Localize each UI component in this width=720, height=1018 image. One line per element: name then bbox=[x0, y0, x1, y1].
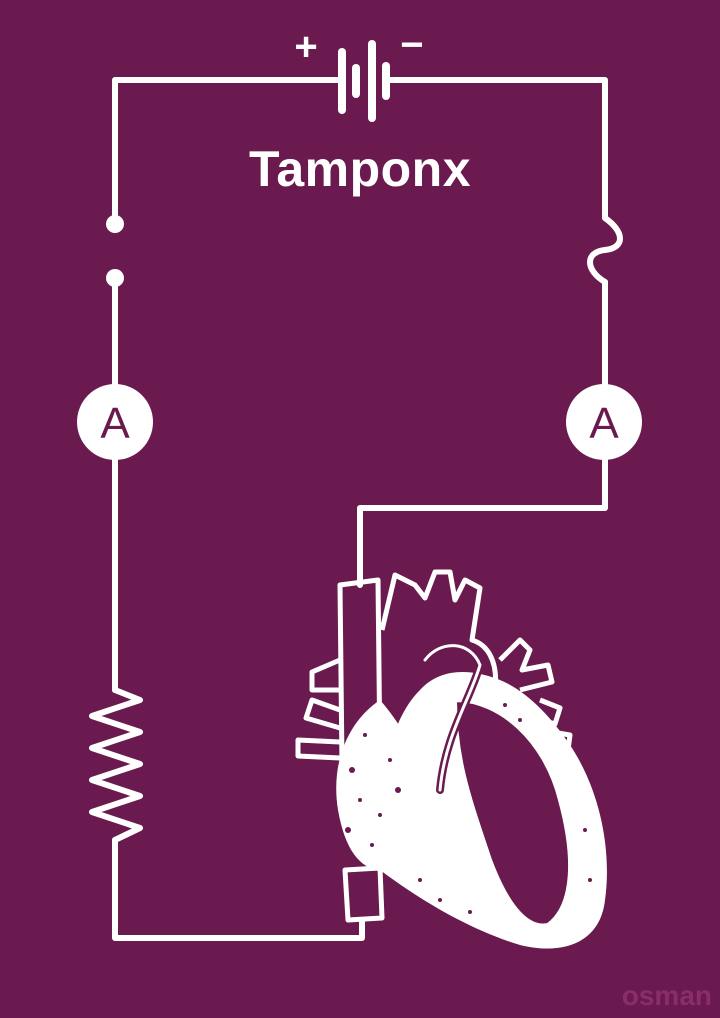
wire-top-left bbox=[112, 77, 341, 223]
switch-icon bbox=[106, 215, 124, 287]
vena-cava-inferior bbox=[342, 865, 385, 923]
battery-icon bbox=[338, 40, 390, 122]
right-ventricle-chamber bbox=[395, 786, 520, 925]
wire-left-lower bbox=[112, 837, 365, 941]
heart-anatomy-icon bbox=[295, 569, 607, 949]
ammeter-icon: A bbox=[77, 384, 153, 460]
watermark-text: osman bbox=[621, 980, 712, 1011]
battery-positive-sign: + bbox=[294, 25, 317, 69]
wire-top-right bbox=[387, 77, 608, 221]
resistor-icon bbox=[89, 687, 143, 843]
battery-negative-sign: − bbox=[400, 23, 423, 67]
wire-right-lower bbox=[357, 449, 608, 588]
left-ventricle-chamber bbox=[452, 697, 573, 928]
ammeter-left-label: A bbox=[100, 399, 130, 448]
ammeter-right-label: A bbox=[589, 399, 619, 448]
ammeter-icon: A bbox=[566, 384, 642, 460]
fuse-icon bbox=[587, 215, 623, 285]
heart-texture bbox=[345, 703, 592, 914]
poster-title: Tamponx bbox=[248, 141, 472, 197]
